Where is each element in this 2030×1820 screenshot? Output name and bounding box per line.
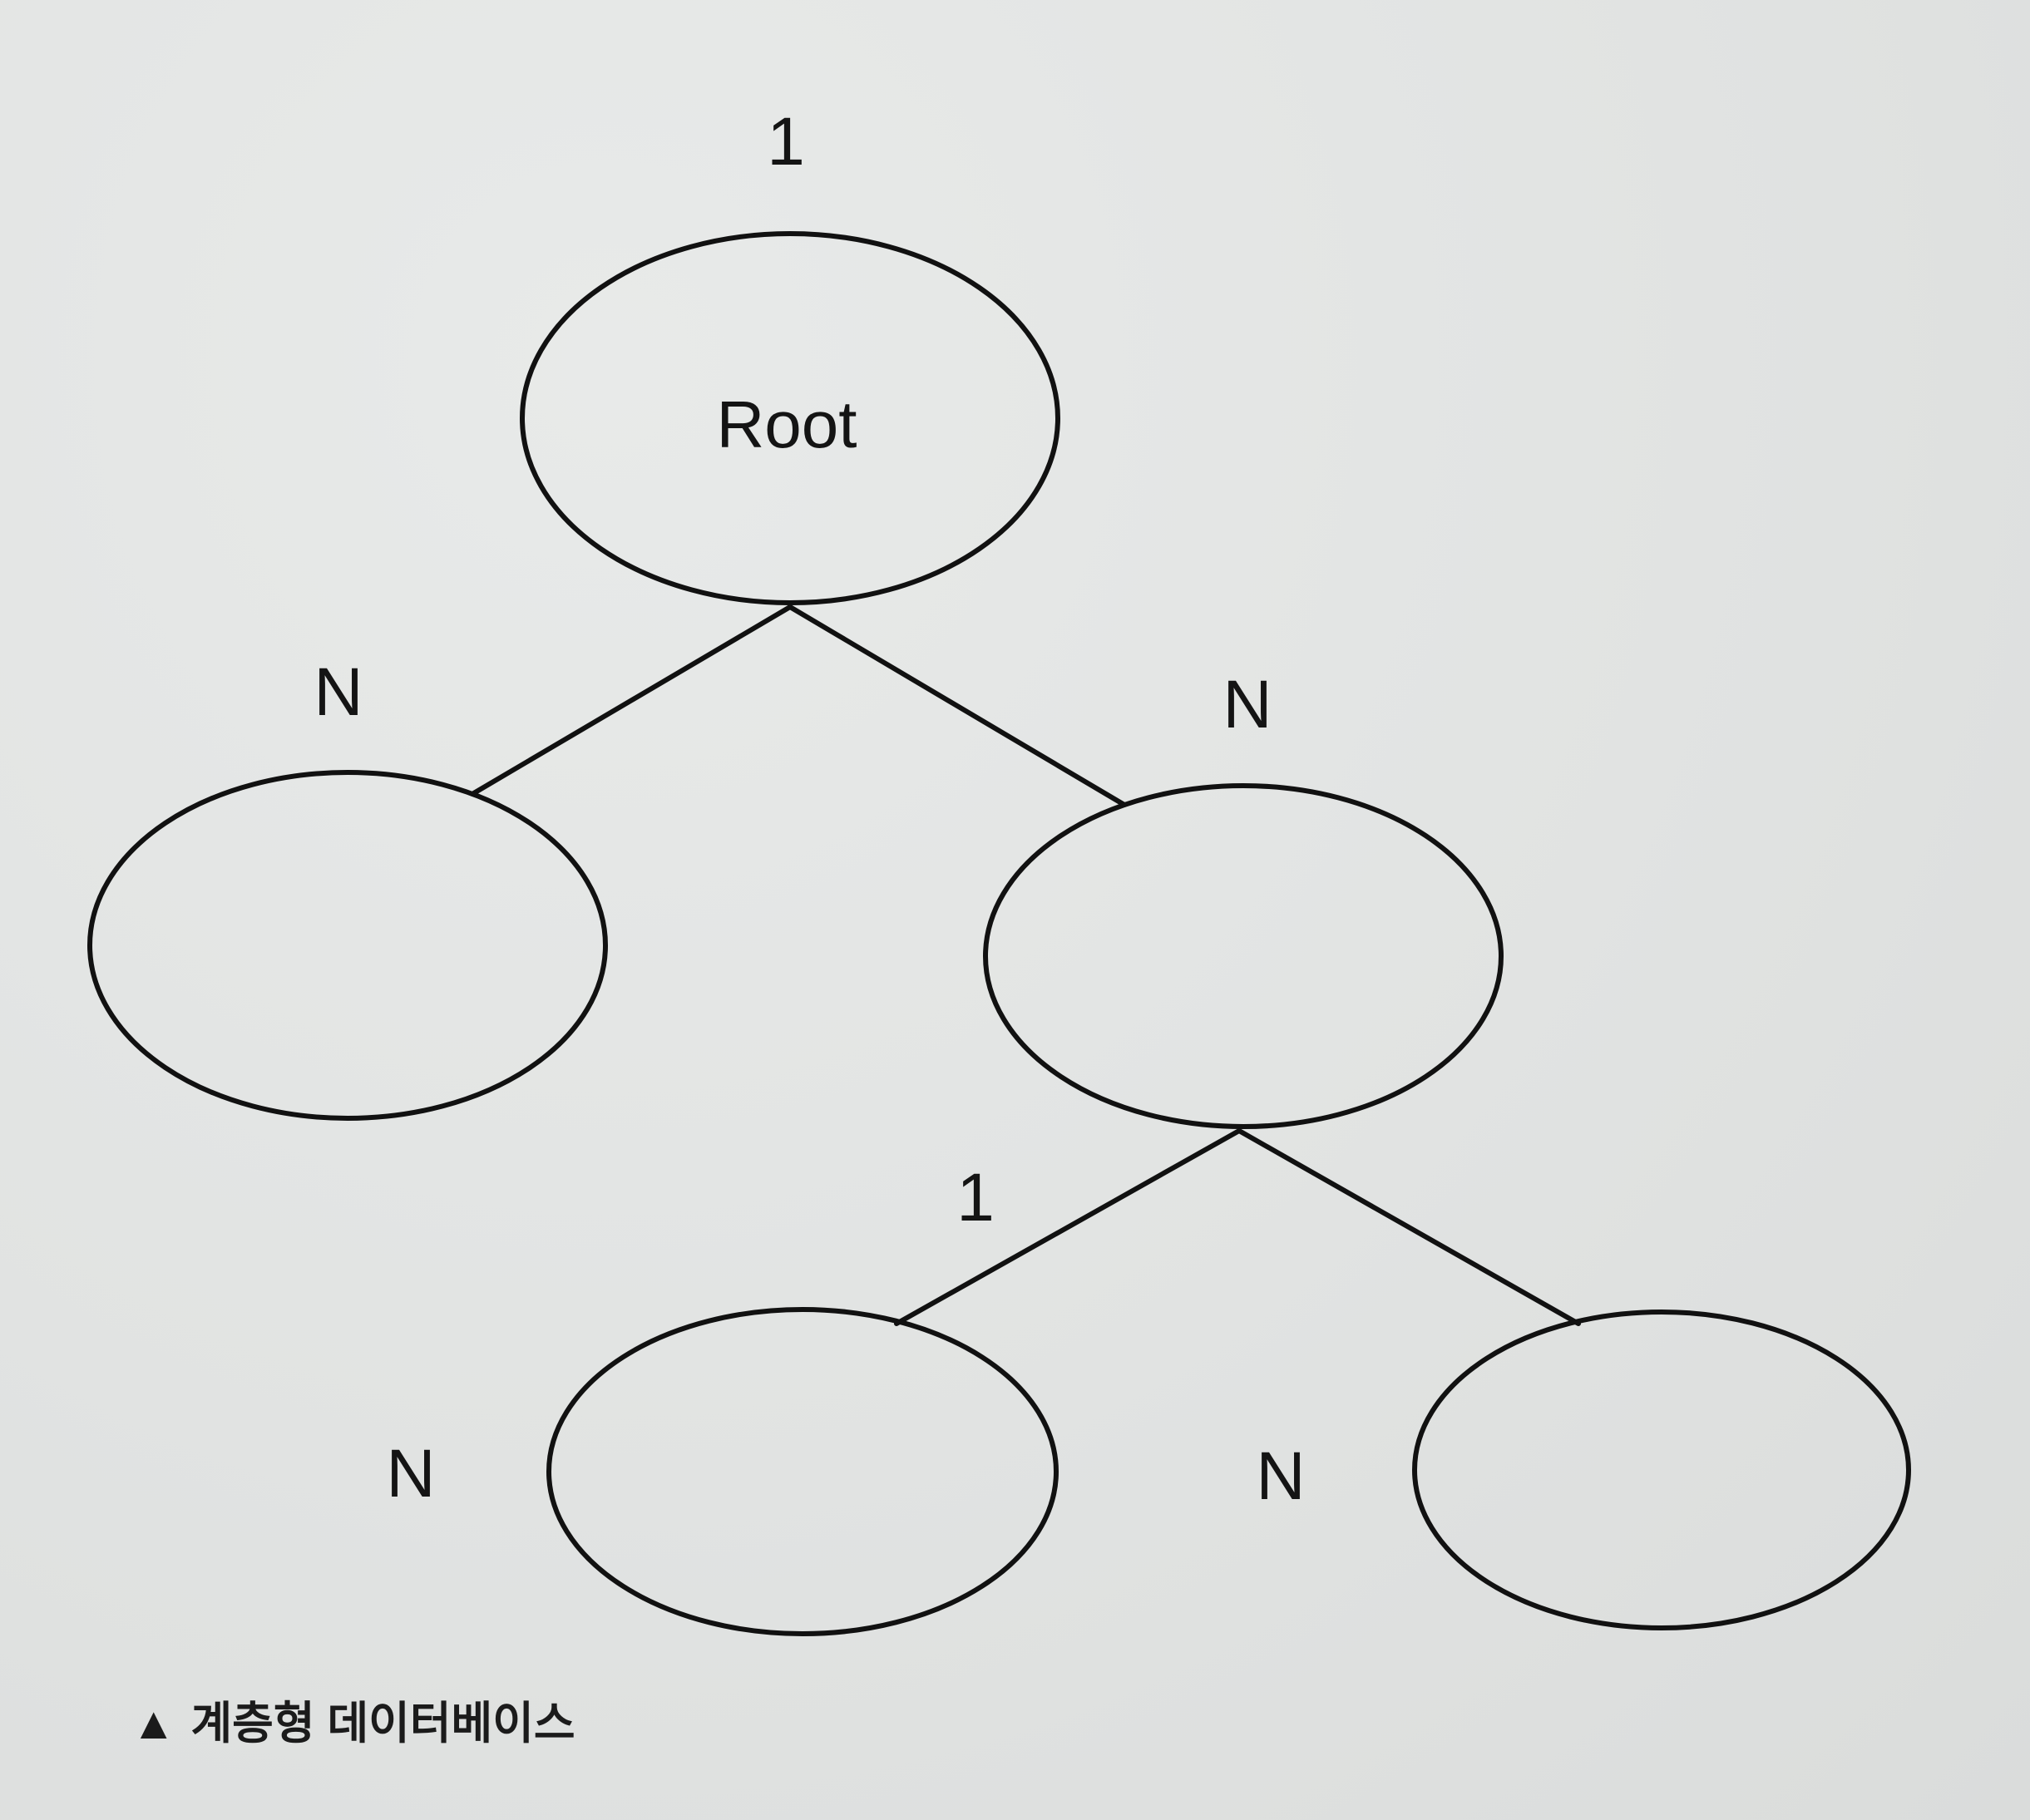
caption-text: 계층형 데이터베이스 <box>190 1699 575 1748</box>
edge-right-child-grandchild-left <box>894 1128 1242 1326</box>
node-root-label: Root <box>717 387 857 461</box>
node-right-child <box>983 783 1504 1129</box>
cardinality-grandchild-right: N <box>1256 1438 1305 1514</box>
cardinality-right-child: N <box>1222 667 1272 742</box>
node-left-child <box>87 770 608 1121</box>
edge-root-left-child <box>470 604 793 797</box>
cardinality-grandchild-left: N <box>386 1436 435 1512</box>
node-root <box>520 231 1060 605</box>
edge-root-right-child <box>788 604 1127 807</box>
figure-caption: ▲ 계층형 데이터베이스 <box>131 1686 575 1752</box>
cardinality-root-top: 1 <box>767 104 805 180</box>
edge-right-child-grandchild-right <box>1237 1128 1581 1326</box>
cardinality-right-child-bottom: 1 <box>956 1160 995 1236</box>
node-grandchild-right <box>1412 1310 1911 1630</box>
node-grandchild-left <box>546 1307 1059 1636</box>
caption-triangle-icon: ▲ <box>131 1699 176 1748</box>
cardinality-left-child: N <box>314 654 363 730</box>
